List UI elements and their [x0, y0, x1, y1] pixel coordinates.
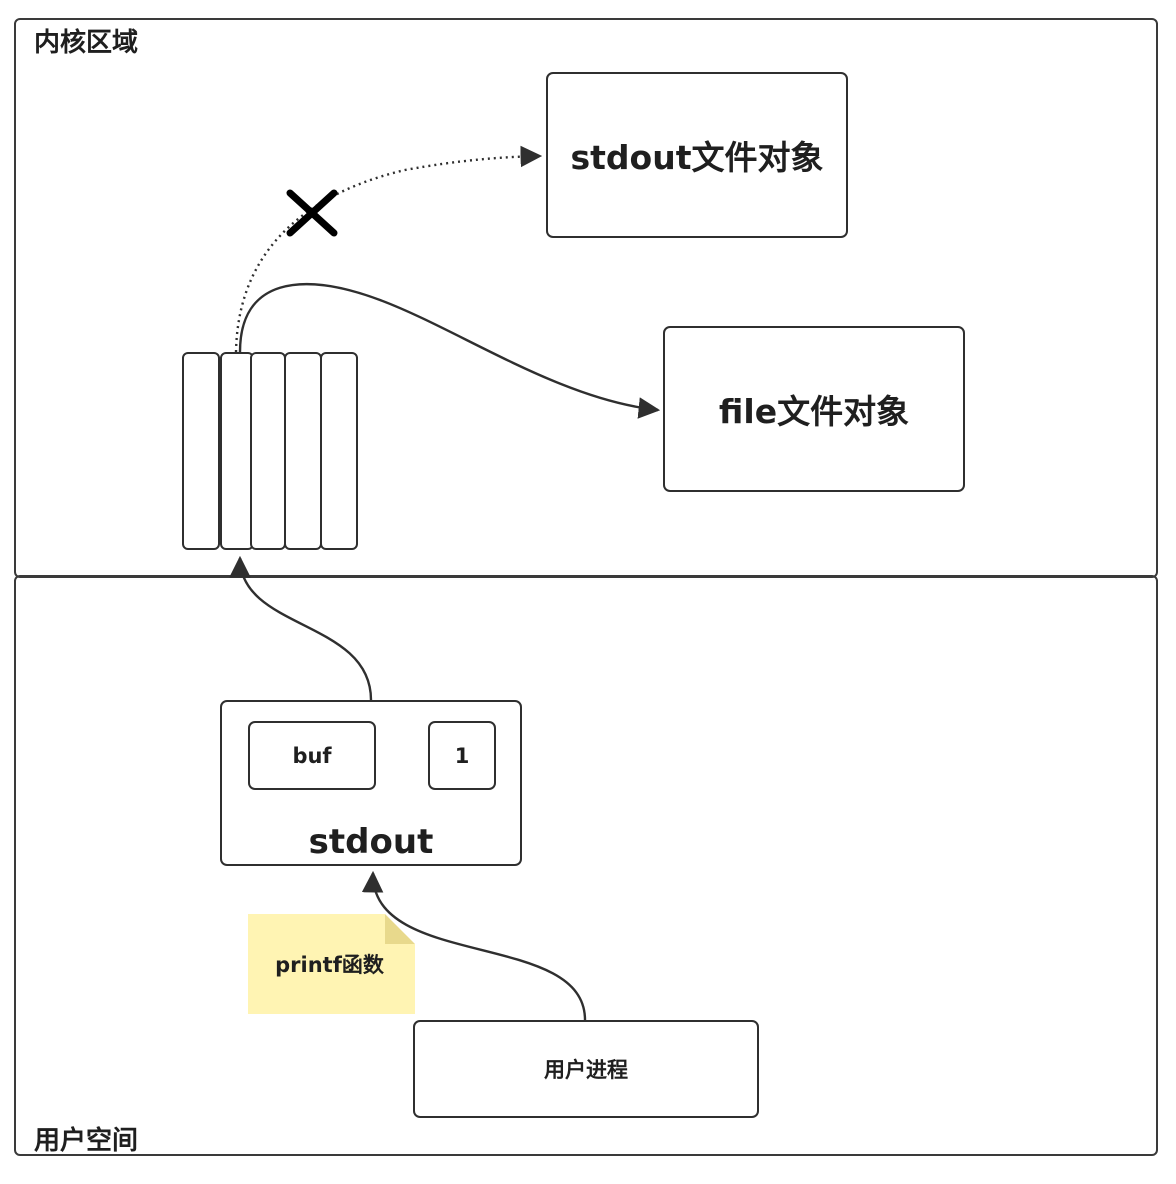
kernel-region: [14, 18, 1158, 578]
user-region-label: 用户空间: [34, 1126, 139, 1156]
fd-table-slot: [284, 352, 322, 550]
user-process: 用户进程: [413, 1020, 759, 1118]
user-region: [14, 575, 1158, 1156]
buf-field: buf: [248, 721, 376, 790]
kernel-region-label: 内核区域: [34, 28, 139, 58]
fd-table-slot: [250, 352, 286, 550]
fd-table-slot: [220, 352, 254, 550]
fd-field: 1: [428, 721, 496, 790]
note-fold-corner: [385, 914, 415, 944]
stdout-file-object: stdout文件对象: [546, 72, 848, 238]
printf-note-text: printf函数: [275, 953, 384, 977]
stdout-struct-label: stdout: [308, 822, 434, 862]
file-file-object: file文件对象: [663, 326, 965, 492]
fd-table-slot: [182, 352, 220, 550]
fd-table-slot: [320, 352, 358, 550]
